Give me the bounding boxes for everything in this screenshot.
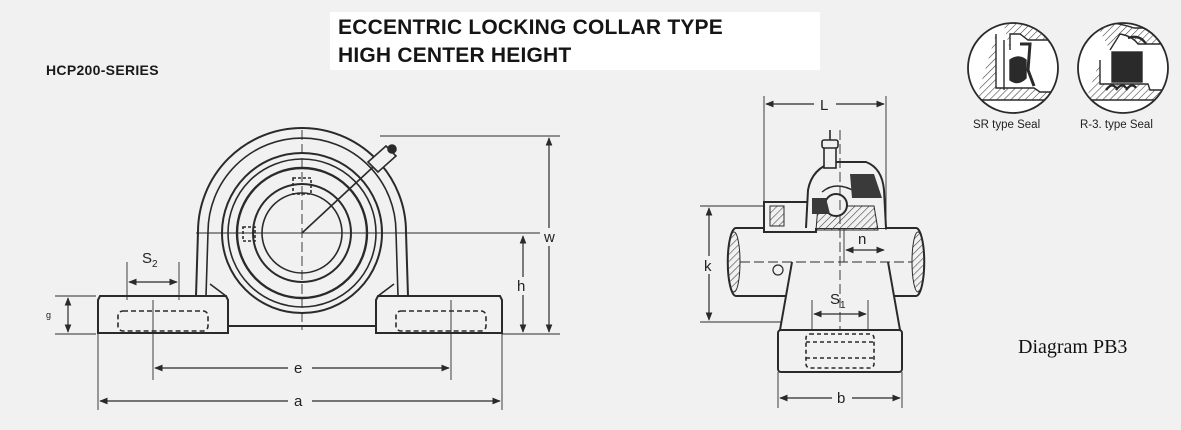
diagram-reference: Diagram PB3 — [1018, 336, 1128, 358]
title-background — [330, 12, 820, 70]
L-label-gap — [814, 94, 836, 114]
e-label-gap — [288, 359, 312, 377]
dim-g-label: g — [46, 310, 51, 320]
diagram-title-line-2: HIGH CENTER HEIGHT — [338, 44, 572, 67]
sr-seal-caption: SR type Seal — [973, 119, 1041, 131]
series-label: HCP200-SERIES — [46, 62, 159, 78]
dim-L-label: L — [820, 97, 828, 114]
r3-seal-caption: R-3. type Seal — [1080, 119, 1153, 131]
dim-k-label: k — [704, 258, 712, 275]
dim-n-label: n — [858, 231, 866, 248]
dim-b-label: b — [837, 390, 845, 407]
dim-s1-letter: S — [830, 291, 840, 308]
r3-seal-detail — [1077, 22, 1169, 114]
diagram-title-line-1: ECCENTRIC LOCKING COLLAR TYPE — [338, 16, 723, 39]
sr-seal-detail — [967, 22, 1059, 114]
b-label-gap — [832, 389, 852, 407]
dim-a-label: a — [294, 393, 303, 410]
k-label-gap — [701, 256, 717, 274]
front-view-pillow-block — [55, 127, 560, 410]
w-label-gap — [541, 228, 557, 246]
dim-s2-subscript: 2 — [152, 259, 158, 270]
dim-h-label: h — [517, 278, 525, 295]
dim-w-label: w — [543, 229, 555, 246]
h-label-gap — [515, 277, 531, 295]
dim-s1-subscript: 1 — [840, 300, 846, 311]
side-view-pillow-block — [700, 96, 926, 408]
dim-s1-label: S1 — [830, 291, 846, 311]
dim-e-label: e — [294, 360, 302, 377]
dim-s2-label: S2 — [142, 250, 158, 270]
dim-s2-letter: S — [142, 250, 152, 267]
a-label-gap — [288, 392, 312, 410]
